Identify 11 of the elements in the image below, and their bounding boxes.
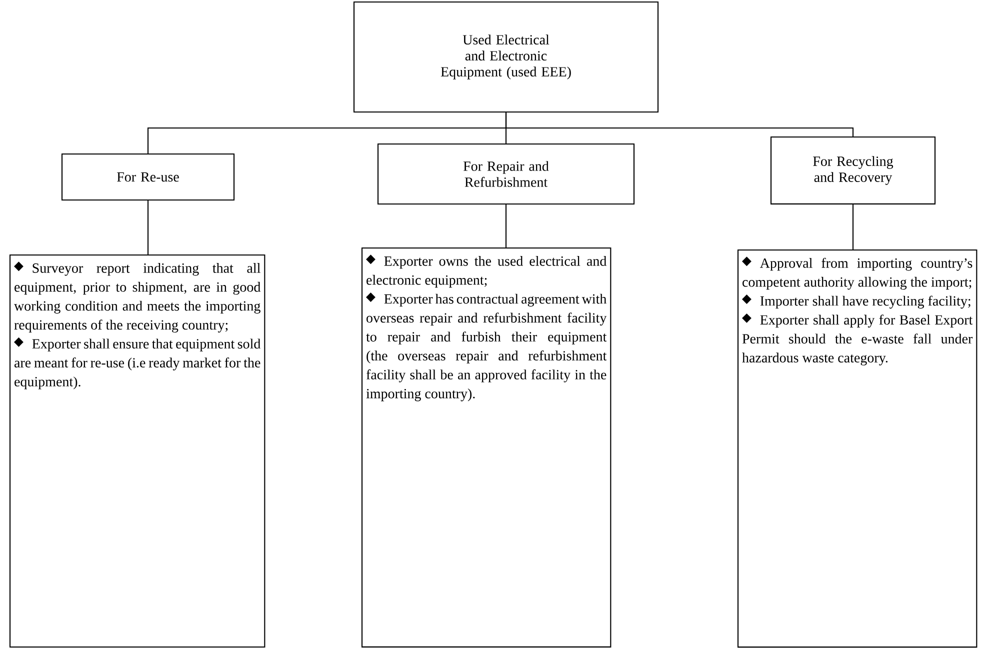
category-box: Used Electrical and Electronic Equipment (used EEE) xyxy=(353,1,659,113)
purpose-box: For Repair and Refurbishment xyxy=(377,143,635,205)
purpose-box: For Recycling and Recovery xyxy=(770,136,936,204)
connector-line xyxy=(147,200,149,255)
connector-line xyxy=(505,204,507,248)
requirements-box: Approval from importing country’s competent authority allowing the import; Importer shall have recycling facility; Exporter shall apply for Basel Export Permit should the e-waste fall under hazardous waste category. xyxy=(737,249,978,648)
connector-line xyxy=(852,204,854,250)
connector-line xyxy=(505,112,854,138)
purpose-box: For Re-use xyxy=(61,153,235,201)
requirements-box: Surveyor report indicating that all equipment, prior to shipment, are in good working condition and meets the importing requirements of the receiving country; Exporter shall ensure that equipment sold are meant for re-use (i.e ready market for the equipment). xyxy=(9,254,266,648)
requirements-box: Exporter owns the used electrical and electronic equipment; Exporter has contractual agreement with overseas repair and refurbishment facility to repair and furbish their equipment (the overseas repair and refurbishment facility shall be an approved facility in the importing country). xyxy=(361,247,612,648)
